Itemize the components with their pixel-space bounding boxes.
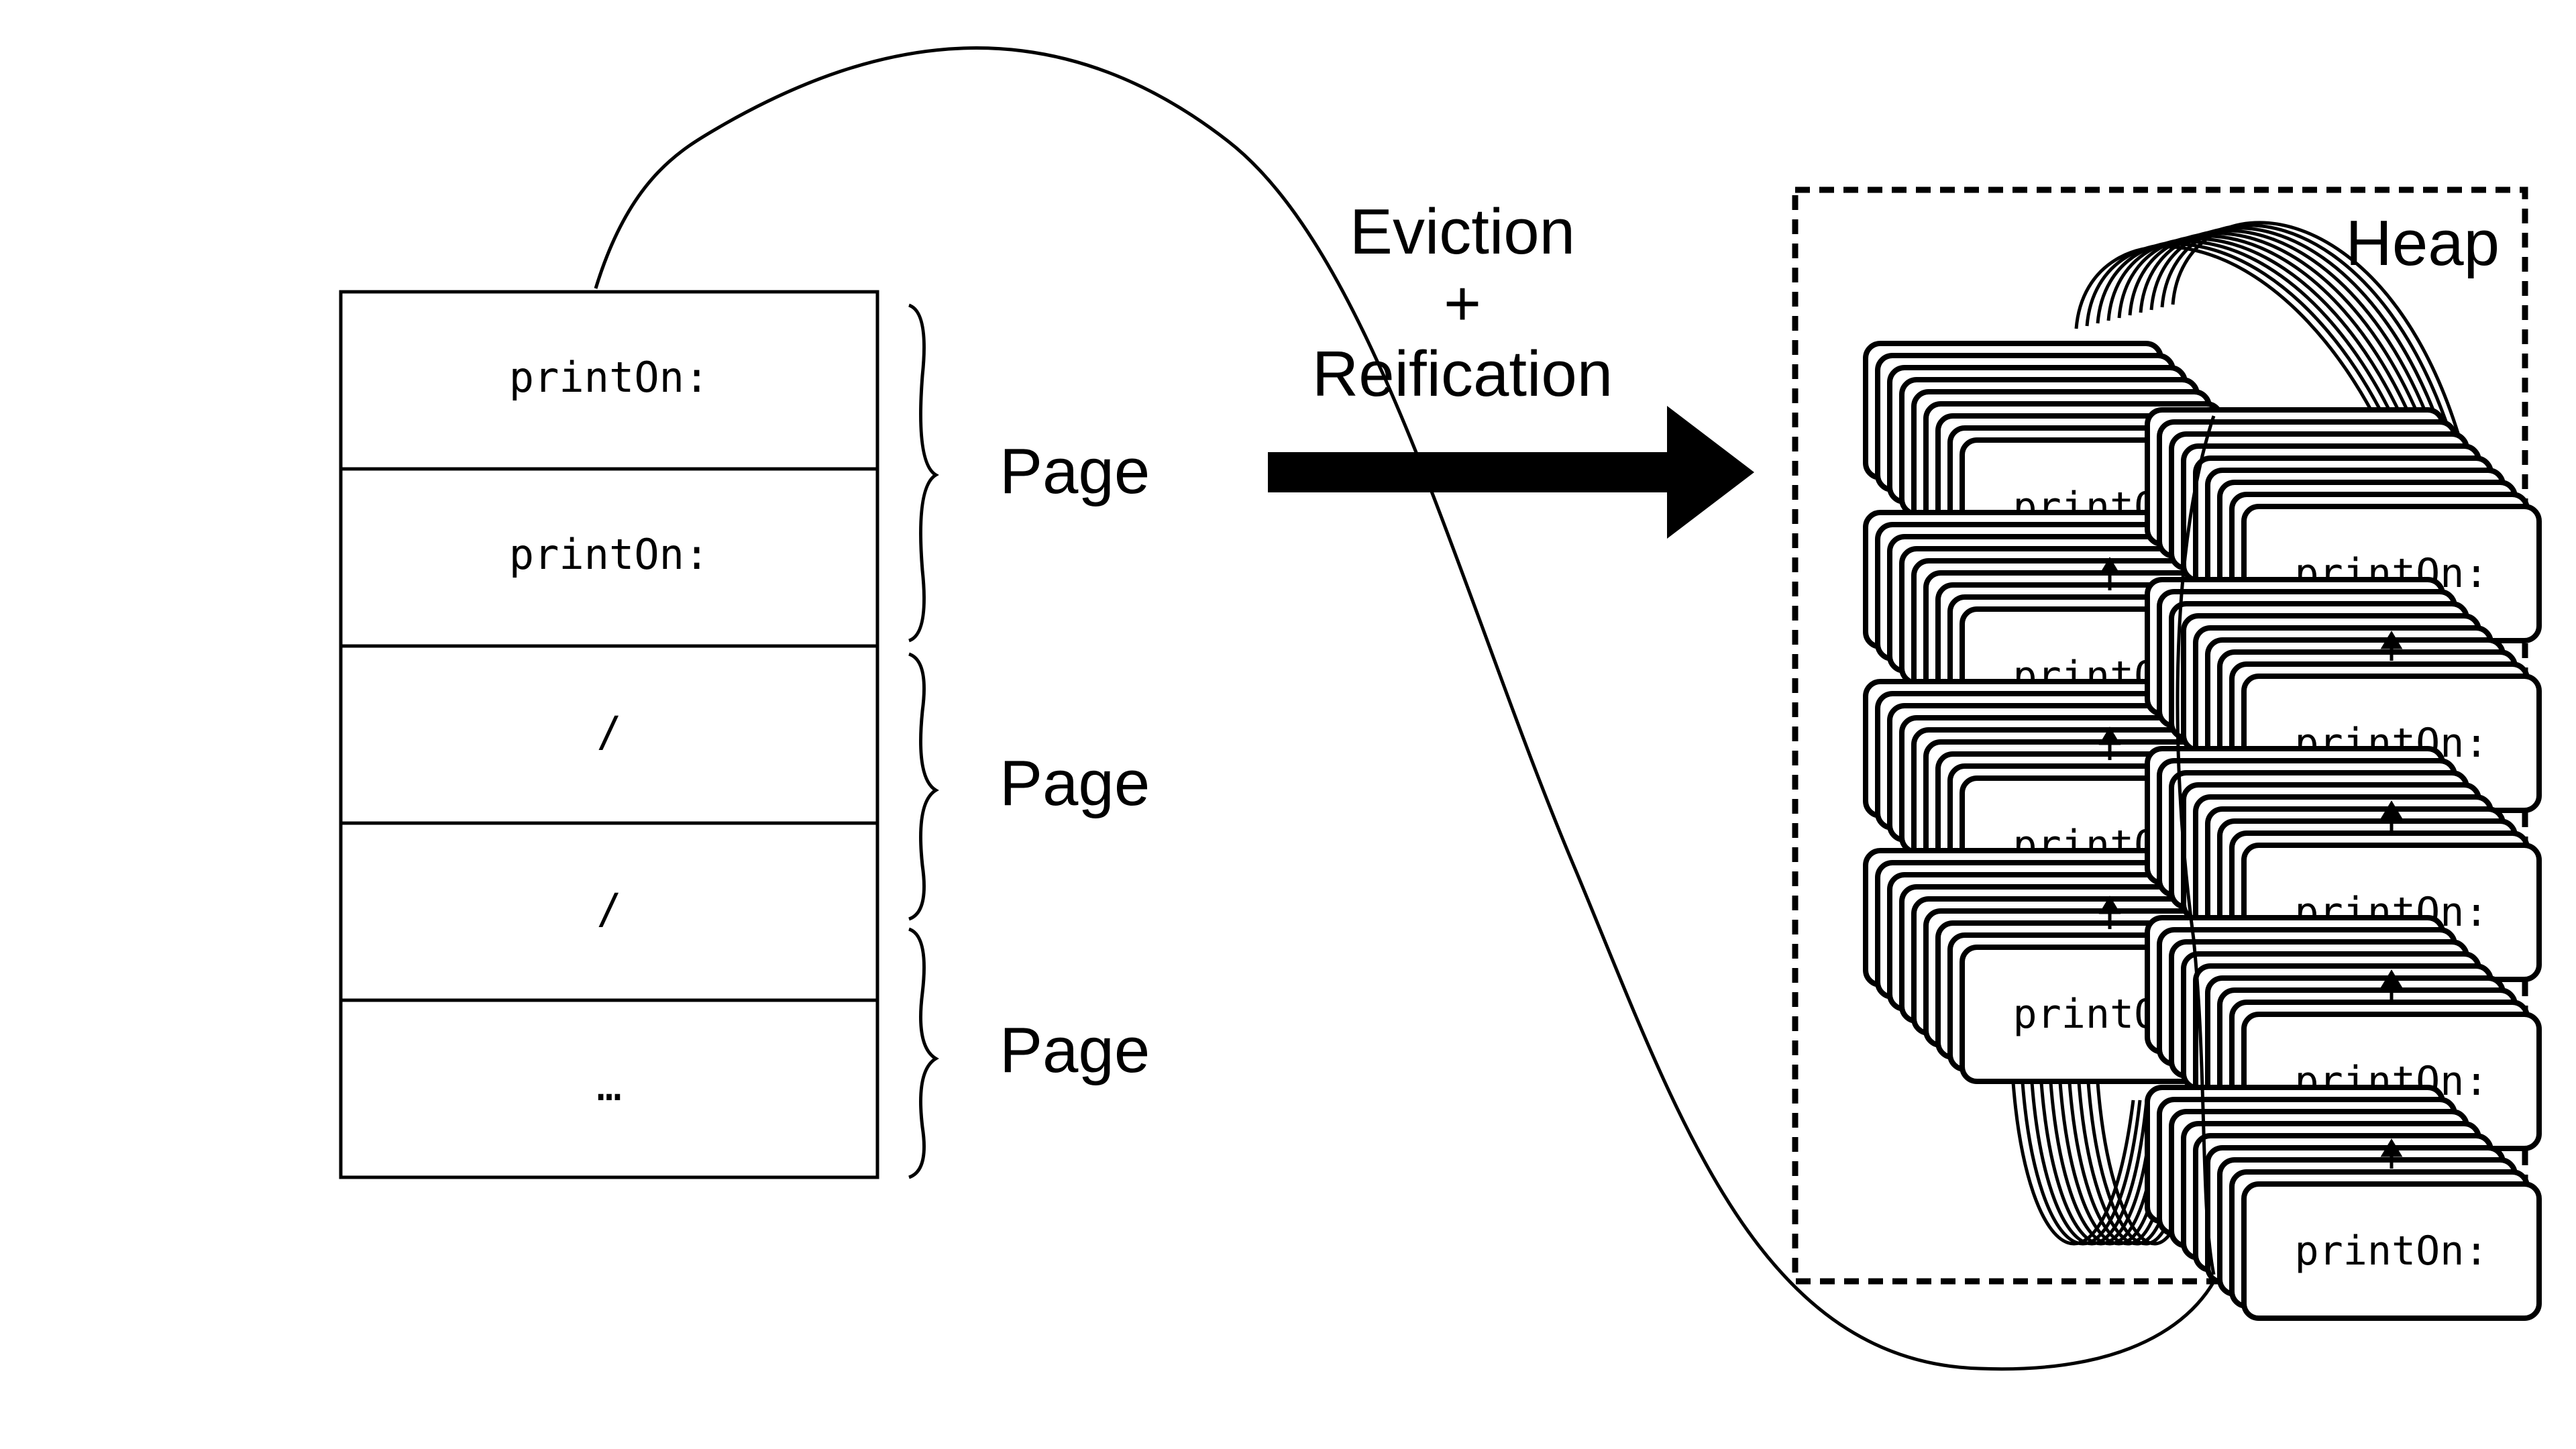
table-row-label: / bbox=[596, 884, 621, 933]
reference-loop bbox=[2096, 239, 2420, 478]
brace bbox=[908, 927, 939, 1179]
reification-label: Reification bbox=[1312, 338, 1613, 410]
table-row-label: printOn: bbox=[509, 353, 710, 402]
connector-head bbox=[2380, 1138, 2403, 1157]
heap-object-box bbox=[2241, 1181, 2542, 1321]
connector-head bbox=[2098, 896, 2121, 914]
heap-objects: printOn:printOn:printOn:printOn:printOn:… bbox=[1863, 221, 2542, 1321]
heap-frame bbox=[1792, 186, 2528, 1285]
connector-head bbox=[2098, 557, 2121, 576]
thread-line bbox=[2176, 415, 2216, 1275]
reference-loop bbox=[2128, 231, 2440, 470]
page-label: Page bbox=[1000, 1014, 1150, 1086]
eviction-label: Eviction bbox=[1350, 196, 1575, 268]
connector-head bbox=[2380, 969, 2403, 988]
arrow-head bbox=[1667, 406, 1754, 539]
stack-table-frame bbox=[339, 290, 879, 1179]
connector-head bbox=[2380, 800, 2403, 819]
heap-object-right: printOn: bbox=[2145, 1085, 2542, 1321]
brace bbox=[908, 303, 939, 643]
table-row-label: printOn: bbox=[509, 530, 710, 579]
connection-curve bbox=[594, 46, 2229, 1371]
eviction-arrow bbox=[1268, 406, 1754, 539]
reference-loop bbox=[2106, 237, 2427, 476]
reference-loop bbox=[2085, 242, 2414, 481]
reference-loop bbox=[2074, 245, 2407, 484]
page-label: Page bbox=[1000, 435, 1150, 507]
heap-title: Heap bbox=[2346, 207, 2500, 279]
page-braces bbox=[908, 303, 939, 1179]
connector-head bbox=[2098, 727, 2121, 745]
reference-loop bbox=[2117, 234, 2434, 473]
page-label: Page bbox=[1000, 747, 1150, 819]
brace bbox=[908, 652, 939, 921]
reference-loop bbox=[2029, 1073, 2149, 1246]
plus-label: + bbox=[1444, 268, 1481, 339]
table-row-label: … bbox=[596, 1061, 621, 1110]
reference-loops bbox=[2074, 221, 2467, 484]
stack-table: printOn: printOn: / / … bbox=[339, 290, 879, 1179]
connector-head bbox=[2380, 631, 2403, 649]
reference-loop bbox=[2010, 1073, 2135, 1246]
reference-loop bbox=[2039, 1073, 2155, 1246]
reference-loop bbox=[2139, 229, 2447, 468]
table-row-label: / bbox=[596, 707, 621, 756]
reference-loop bbox=[2160, 223, 2461, 462]
heap-object-label: printOn: bbox=[2295, 1228, 2489, 1275]
arrow-shaft bbox=[1268, 452, 1684, 492]
reference-loop bbox=[2171, 221, 2467, 460]
reference-loop bbox=[2149, 226, 2454, 465]
heap-object-right: printOn: bbox=[2145, 915, 2542, 1151]
reference-loop bbox=[2020, 1073, 2142, 1246]
object-connectors bbox=[2098, 557, 2403, 1169]
